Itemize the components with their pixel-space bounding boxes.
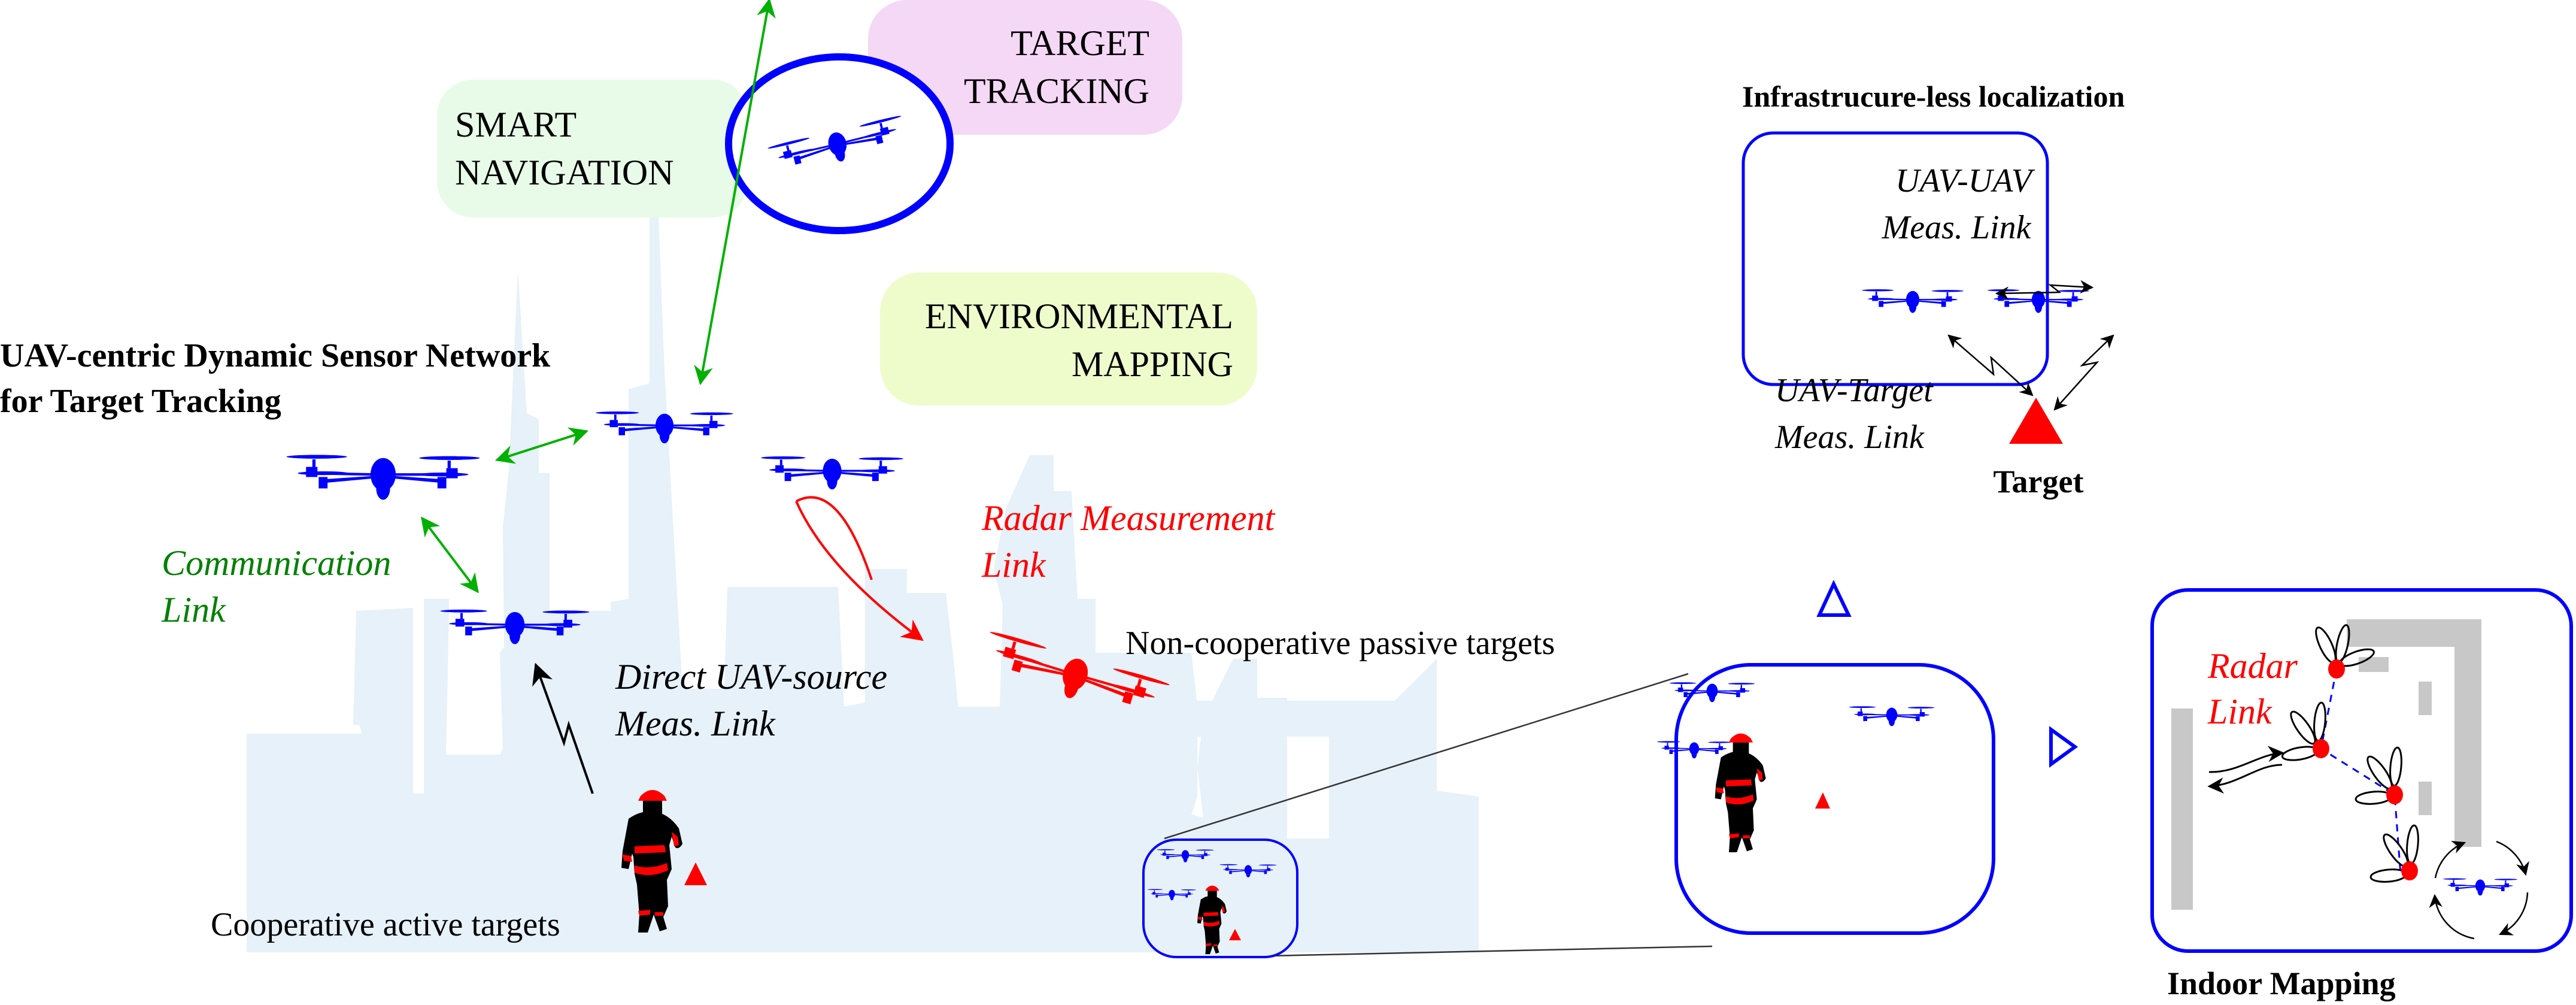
uav-target-link-arrow: [2053, 334, 2114, 411]
cooperative-targets-label: Cooperative active targets: [211, 906, 560, 943]
rotation-arrows: [2429, 840, 2529, 940]
radar-node: [2369, 824, 2419, 883]
main-title-line2: for Target Tracking: [0, 383, 281, 420]
target-triangle-icon: [1815, 792, 1830, 809]
smart-navigation-line1: SMART: [455, 105, 577, 144]
smart-navigation-line2: NAVIGATION: [455, 153, 674, 192]
uav-uav-link-line2: Meas. Link: [1882, 209, 2032, 246]
localization-title: Infrastrucure-less localization: [1742, 80, 2125, 113]
large-inset-scene: [1656, 663, 1995, 935]
target-tracking-line1: TARGET: [1011, 23, 1149, 63]
radar-node: [2354, 746, 2403, 805]
target-triangle-icon: [684, 862, 707, 885]
up-triangle-icon[interactable]: [1816, 579, 1852, 617]
capability-environmental-mapping: ENVIRONMENTAL MAPPING: [880, 273, 1257, 405]
radar-link-line1: Radar Measurement: [981, 498, 1276, 538]
walls: [2171, 619, 2481, 910]
uav-target-link-arrow: [1947, 334, 2034, 396]
capability-target-tracking: TARGET TRACKING: [868, 0, 1182, 135]
direct-link-line1: Direct UAV-source: [615, 657, 887, 697]
uav-target-link-line2: Meas. Link: [1774, 419, 1925, 456]
localization-panel: UAV-UAV Meas. Link UAV-Target Meas. Link…: [1741, 131, 2114, 500]
target-triangle-icon: [1229, 929, 1241, 940]
small-inset-scene: [1142, 838, 1298, 958]
indoor-radar-link-line1: Radar: [2207, 646, 2298, 686]
radar-measurement-arrow: [795, 496, 922, 640]
target-label: Target: [1994, 464, 2084, 500]
uav-drone-icon: [596, 411, 733, 444]
uav-drone-icon: [286, 455, 480, 500]
capability-smart-navigation: SMART NAVIGATION: [437, 80, 748, 217]
city-skyline: [247, 138, 1479, 952]
right-triangle-icon[interactable]: [2049, 726, 2079, 768]
target-tracking-line2: TRACKING: [964, 71, 1149, 111]
reflection-arrow: [2208, 746, 2284, 773]
noncooperative-targets-label: Non-cooperative passive targets: [1125, 625, 1555, 662]
indoor-radar-link-line2: Link: [2207, 692, 2272, 731]
communication-link-line2: Link: [161, 590, 226, 629]
target-triangle-icon: [2009, 398, 2063, 444]
zoom-guide-lines: [1164, 673, 1713, 958]
direct-link-arrow: [532, 662, 594, 794]
radar-link-line2: Link: [981, 545, 1046, 585]
direct-link-line2: Meas. Link: [615, 704, 776, 743]
uav-uav-link-line1: UAV-UAV: [1895, 162, 2035, 199]
main-title-line1: UAV-centric Dynamic Sensor Network: [0, 337, 551, 374]
environmental-mapping-line1: ENVIRONMENTAL: [925, 296, 1233, 336]
radar-node: [2315, 624, 2375, 679]
uav-target-link-line1: UAV-Target: [1775, 372, 1934, 409]
indoor-mapping-panel: Radar Link: [2150, 588, 2573, 953]
uav-drone-icon: [761, 456, 903, 490]
uav-uav-link-arrow: [1995, 280, 2094, 300]
environmental-mapping-line2: MAPPING: [1072, 344, 1233, 384]
reflection-arrow: [2207, 764, 2283, 794]
highlighted-uav-circle: [725, 53, 954, 234]
communication-link-line1: Communication: [162, 543, 391, 583]
communication-arrows: [421, 0, 776, 594]
indoor-mapping-title: Indoor Mapping: [2167, 965, 2396, 1001]
